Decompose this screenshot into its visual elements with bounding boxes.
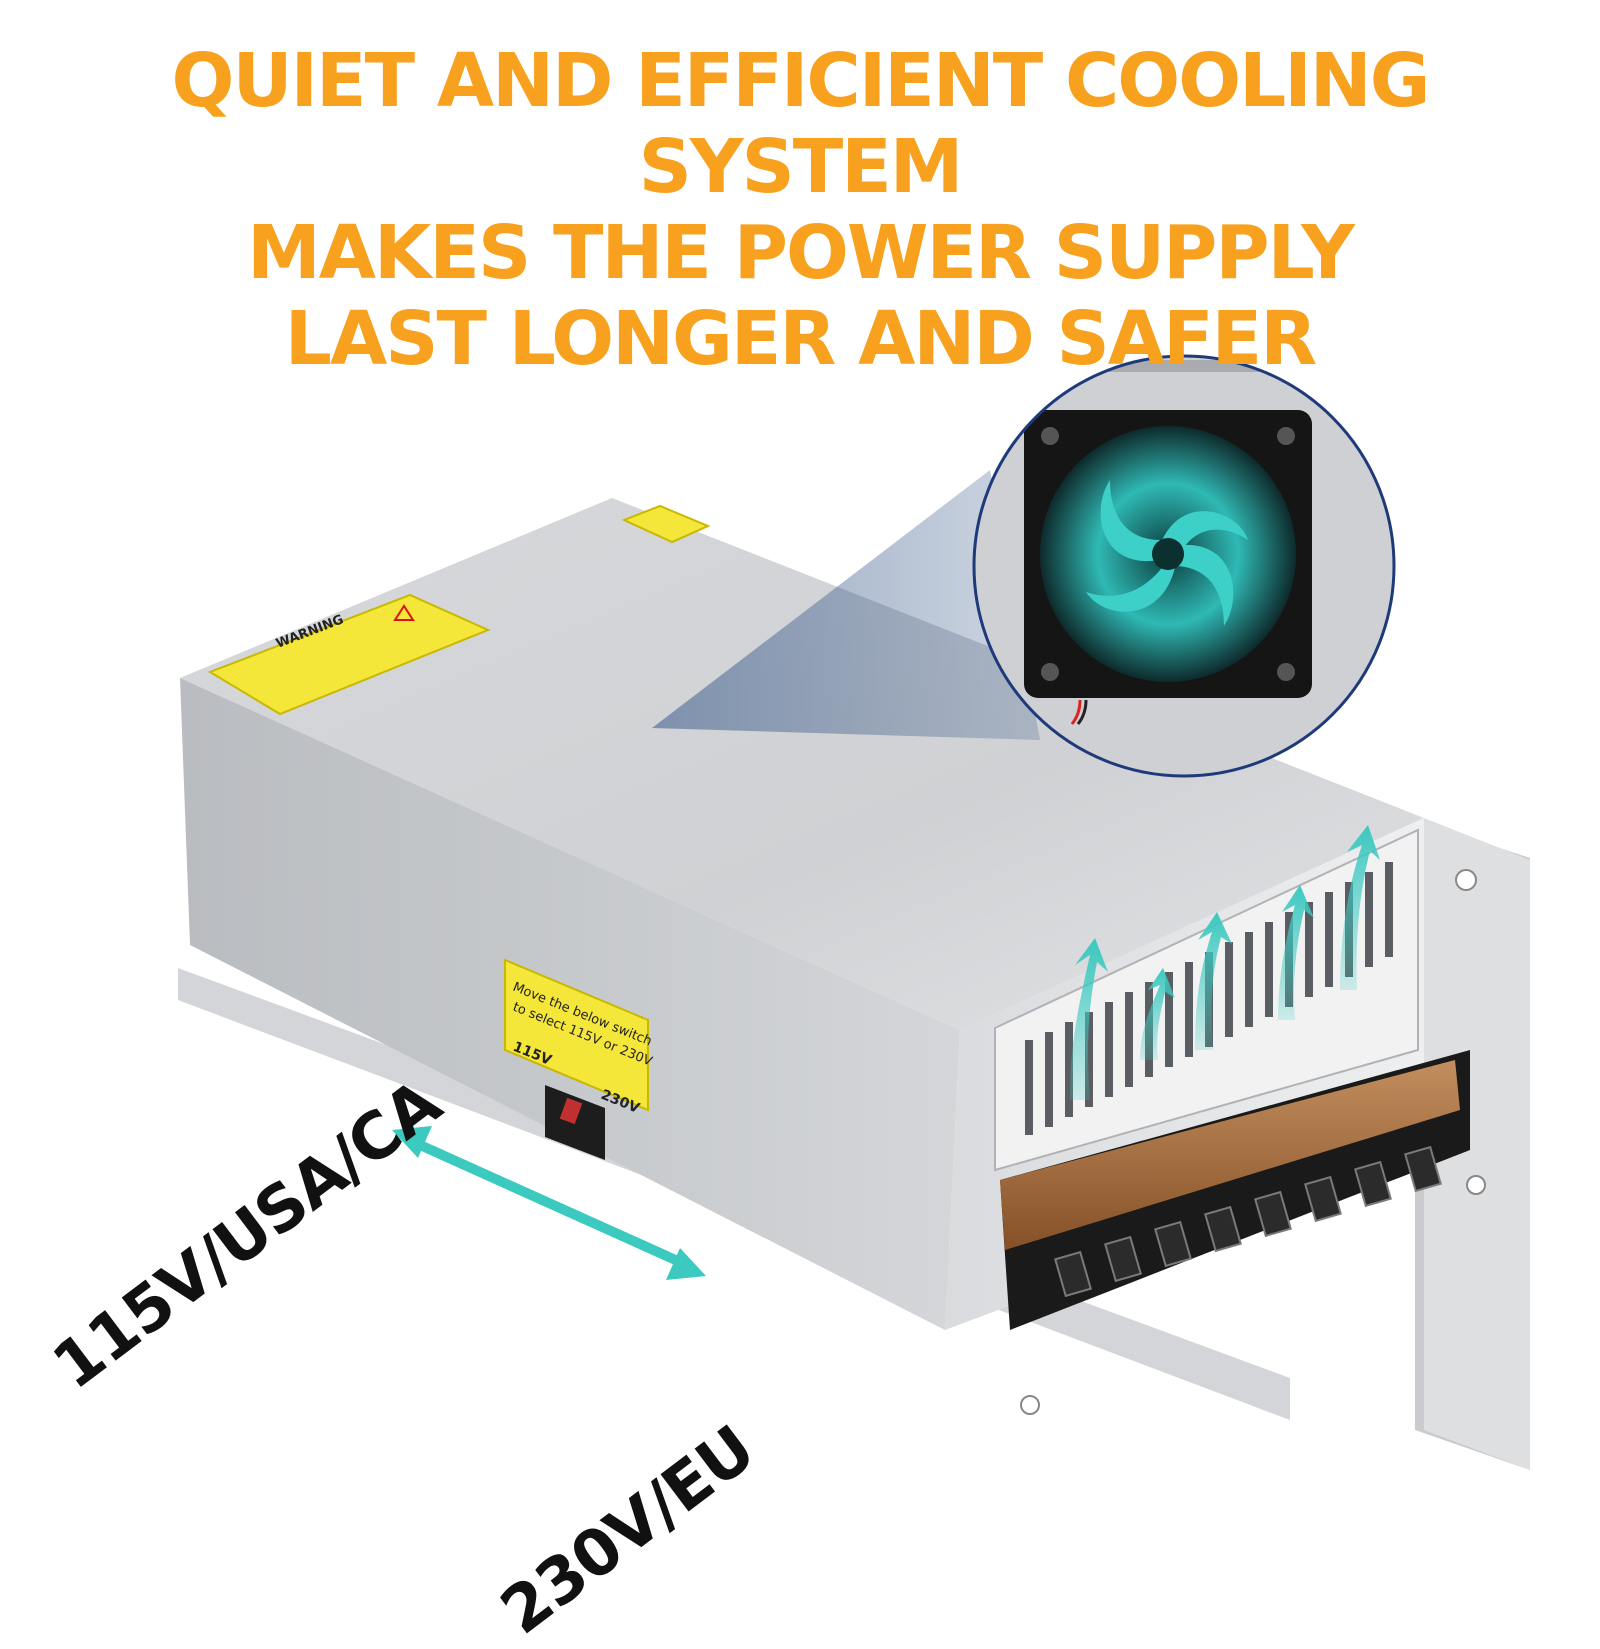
callout-cone [652,470,1040,740]
terminal-block [1000,1050,1470,1330]
headline-line-1: QUIET AND EFFICIENT COOLING SYSTEM [171,38,1431,210]
mount-hole [1020,1395,1040,1415]
fan-callout [972,354,1396,778]
warning-icon [393,604,415,621]
headline-line-2: MAKES THE POWER SUPPLY [247,210,1355,296]
airflow-arrow-icon [1070,825,1380,1100]
voltage-switch[interactable] [545,1085,605,1160]
headline: QUIET AND EFFICIENT COOLING SYSTEM MAKES… [0,38,1600,382]
mount-hole [1455,869,1477,891]
chassis-top [180,498,1424,1030]
end-plate [1424,818,1530,1470]
headline-line-3: LAST LONGER AND SAFER [284,296,1317,382]
double-arrow-icon [392,1126,706,1280]
small-sticker [621,504,711,544]
switch-sticker: Move the below switch to select 115V or … [504,958,654,1117]
mount-hole [1466,1175,1486,1195]
fan-icon [1024,410,1312,725]
product-scene: WARNING Move the below switch to select … [178,354,1530,1470]
